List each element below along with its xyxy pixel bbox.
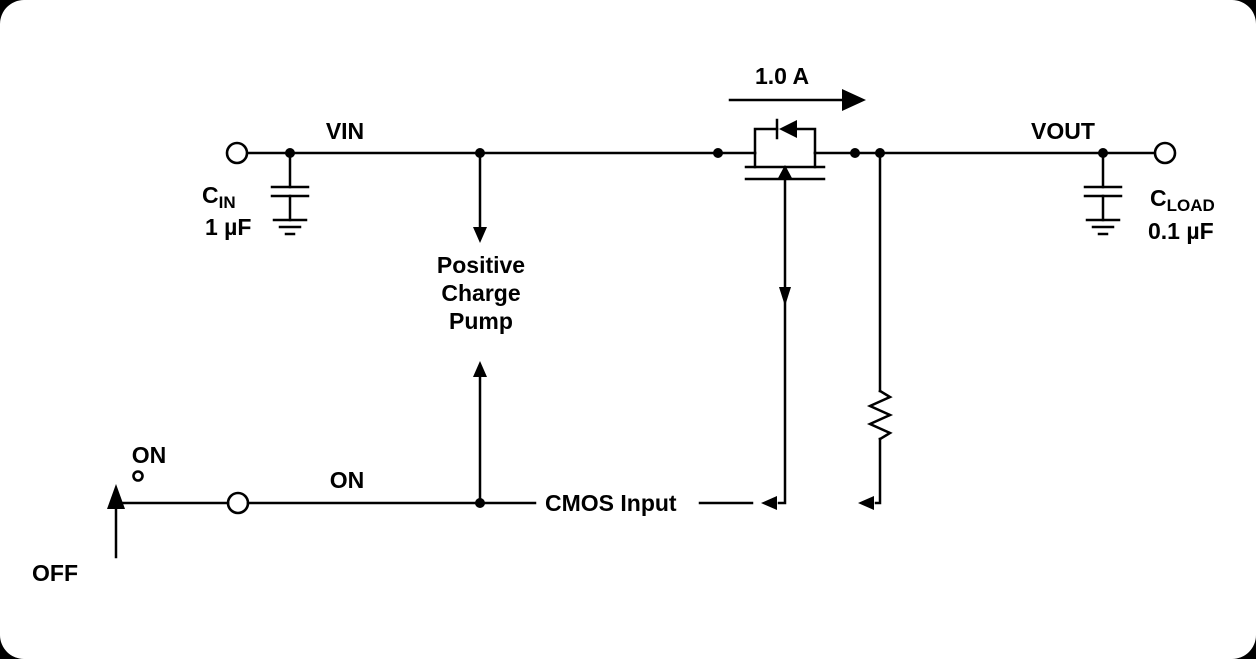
charge-pump-label-line1: Positive xyxy=(437,252,525,278)
cin-label: CIN xyxy=(202,182,236,212)
charge-pump-label-line3: Pump xyxy=(449,308,513,334)
body-diode-icon xyxy=(753,118,817,155)
ground-icon xyxy=(1085,218,1121,236)
gate-line-down-arrow xyxy=(779,287,791,306)
junction-dot-on-line xyxy=(475,498,485,508)
switch-on-contact xyxy=(132,470,144,482)
cload-label: CLOAD xyxy=(1150,185,1215,215)
current-label: 1.0 A xyxy=(755,63,809,89)
switch-lever-arrow xyxy=(107,484,125,509)
switch-off-label: OFF xyxy=(32,560,78,586)
ground-icon xyxy=(272,218,308,236)
charge-pump-block: Positive Charge Pump xyxy=(437,151,525,505)
on-terminal xyxy=(226,491,250,515)
resistor-zigzag xyxy=(866,389,894,441)
on-pin-label: ON xyxy=(330,467,365,493)
load-capacitor-icon xyxy=(1083,151,1123,236)
resistor-line-left-arrow xyxy=(858,496,874,510)
cload-value: 0.1 µF xyxy=(1148,218,1214,244)
junction-dot-fet-drain xyxy=(713,148,723,158)
qod-resistor-icon xyxy=(858,151,894,510)
charge-pump-label-line2: Charge xyxy=(441,280,520,306)
vin-label: VIN xyxy=(326,118,364,144)
input-capacitor-icon xyxy=(270,151,310,236)
gate-line-left-arrow xyxy=(761,496,777,510)
gate-drive-wire xyxy=(761,177,791,510)
on-off-switch-icon: ON OFF xyxy=(32,442,230,586)
fet-body-arrow xyxy=(777,165,793,180)
diode-anode-triangle xyxy=(779,120,797,138)
switch-on-label: ON xyxy=(132,442,167,468)
pass-fet-icon xyxy=(744,151,826,181)
vout-terminal xyxy=(1153,141,1177,165)
vin-terminal xyxy=(225,141,249,165)
cin-value: 1 µF xyxy=(205,214,251,240)
charge-pump-up-arrow xyxy=(473,361,487,377)
cmos-input-label: CMOS Input xyxy=(545,490,677,516)
charge-pump-in-arrow xyxy=(473,227,487,243)
vout-label: VOUT xyxy=(1031,118,1095,144)
junction-dot-fet-source xyxy=(850,148,860,158)
current-arrow-icon xyxy=(728,89,866,111)
